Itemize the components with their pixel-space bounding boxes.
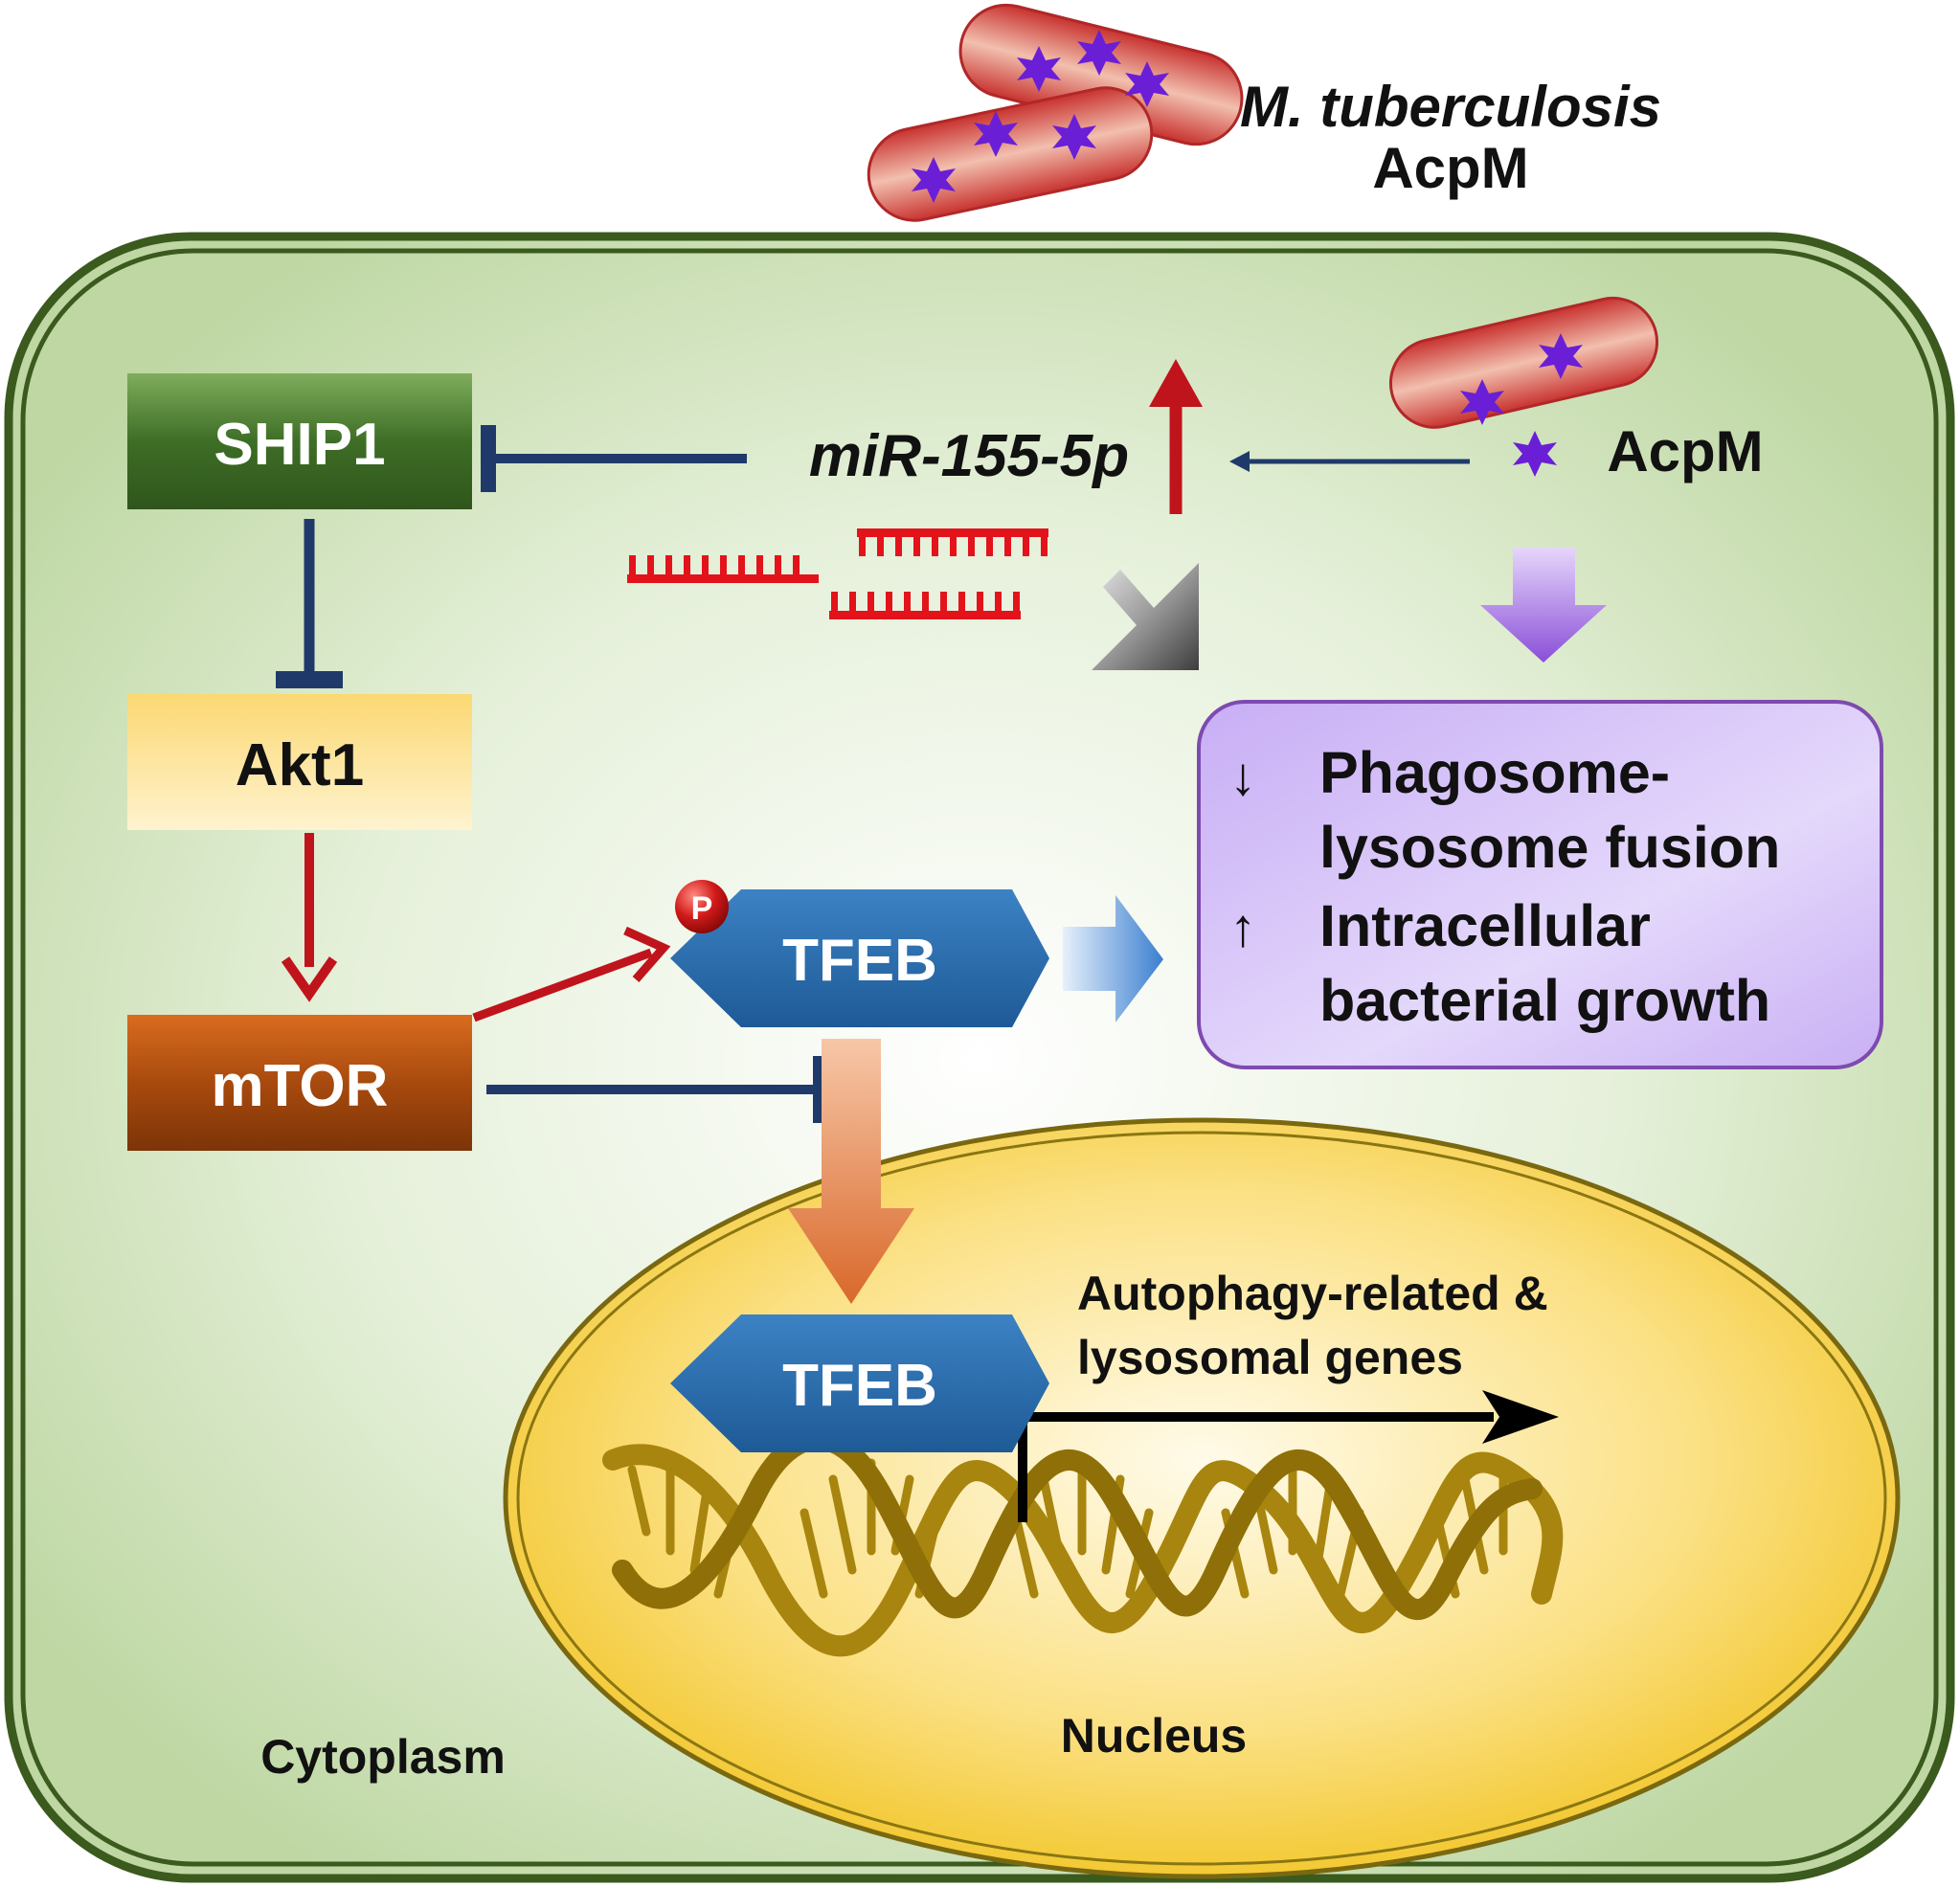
- ship1-label: SHIP1: [214, 412, 385, 478]
- bacterium-2: [867, 86, 1154, 222]
- nucleus-envelope-inner: [516, 1131, 1887, 1866]
- tfeb-translocation-arrow: [788, 1039, 914, 1304]
- outcome-box: [1197, 700, 1883, 1069]
- intracellular-bacterium: [1388, 296, 1659, 429]
- tfeb-nuclear-node: [670, 1314, 1049, 1452]
- nucleus-label: Nucleus: [1061, 1709, 1248, 1763]
- tfeb-cytoplasmic-label: TFEB: [782, 928, 937, 994]
- akt1-node: [127, 694, 472, 830]
- dna-helix: [602, 1428, 1564, 1657]
- ship1-node: [127, 373, 472, 509]
- mtor-label: mTOR: [212, 1053, 389, 1119]
- tfeb-cytoplasmic-node: [670, 889, 1049, 1027]
- akt1-label: Akt1: [236, 732, 364, 798]
- outcome-line2: lysosome fusion: [1319, 815, 1780, 880]
- mir155-to-outcome-arrow: [1092, 563, 1199, 670]
- acpm-star-icon: [1052, 114, 1096, 160]
- acpm-star-icon: [1017, 46, 1061, 92]
- mtor-phosphorylates-tfeb-line: [472, 948, 653, 1022]
- acpm-star-icon: [974, 111, 1018, 157]
- outcome-line4: bacterial growth: [1319, 968, 1770, 1033]
- genes-label-line2: lysosomal genes: [1077, 1331, 1463, 1384]
- mir155-upregulation-arrowhead: [1149, 359, 1203, 407]
- phosphate-icon: [675, 880, 729, 933]
- outcome-line3: Intracellular: [1319, 893, 1651, 958]
- acpm-top-label: AcpM: [1372, 136, 1528, 200]
- cytoplasm-label: Cytoplasm: [260, 1730, 506, 1784]
- mtor-phosphorylates-tfeb-head: [623, 926, 671, 982]
- organism-label: M. tuberculosis: [1240, 75, 1661, 139]
- acpm-cell-label: AcpM: [1607, 419, 1763, 483]
- outcome-line1: Phagosome-: [1319, 740, 1670, 805]
- transcription-arrowhead: [1482, 1390, 1559, 1444]
- cell-membrane-inner: [20, 248, 1939, 1867]
- acpm-induces-mir155-head: [1229, 451, 1250, 472]
- akt1-activates-mtor-head: [281, 956, 338, 1002]
- phosphate-label: P: [691, 890, 713, 927]
- up-arrow-icon: ↑: [1229, 897, 1256, 957]
- acpm-star-icon: [1460, 379, 1504, 425]
- mirna-molecules-icon: [627, 528, 1048, 619]
- genes-label-line1: Autophagy-related &: [1077, 1267, 1548, 1320]
- acpm-star-icon: [1077, 30, 1121, 76]
- tfeb-nuclear-label: TFEB: [782, 1353, 937, 1419]
- acpm-star-icon: [912, 157, 956, 203]
- mir155-label: miR-155-5p: [809, 423, 1129, 489]
- acpm-star-icon: [1125, 61, 1169, 107]
- tfeb-to-outcome-arrow: [1063, 895, 1163, 1022]
- acpm-secreted-star-icon: [1513, 431, 1557, 477]
- mtor-node: [127, 1015, 472, 1151]
- acpm-star-icon: [1539, 333, 1583, 379]
- down-arrow-icon: ↓: [1229, 746, 1256, 806]
- extracellular-bacteria: [867, 3, 1244, 222]
- acpm-to-outcome-arrow: [1480, 548, 1607, 663]
